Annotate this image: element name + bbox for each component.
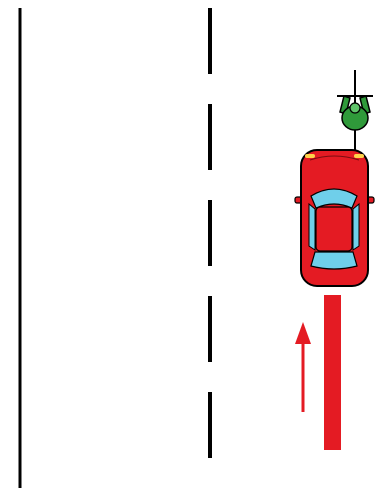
cyclist-icon: [337, 70, 373, 150]
car-icon: [295, 150, 374, 286]
car-path-band: [324, 295, 341, 450]
arrow-up-icon: [295, 322, 311, 412]
